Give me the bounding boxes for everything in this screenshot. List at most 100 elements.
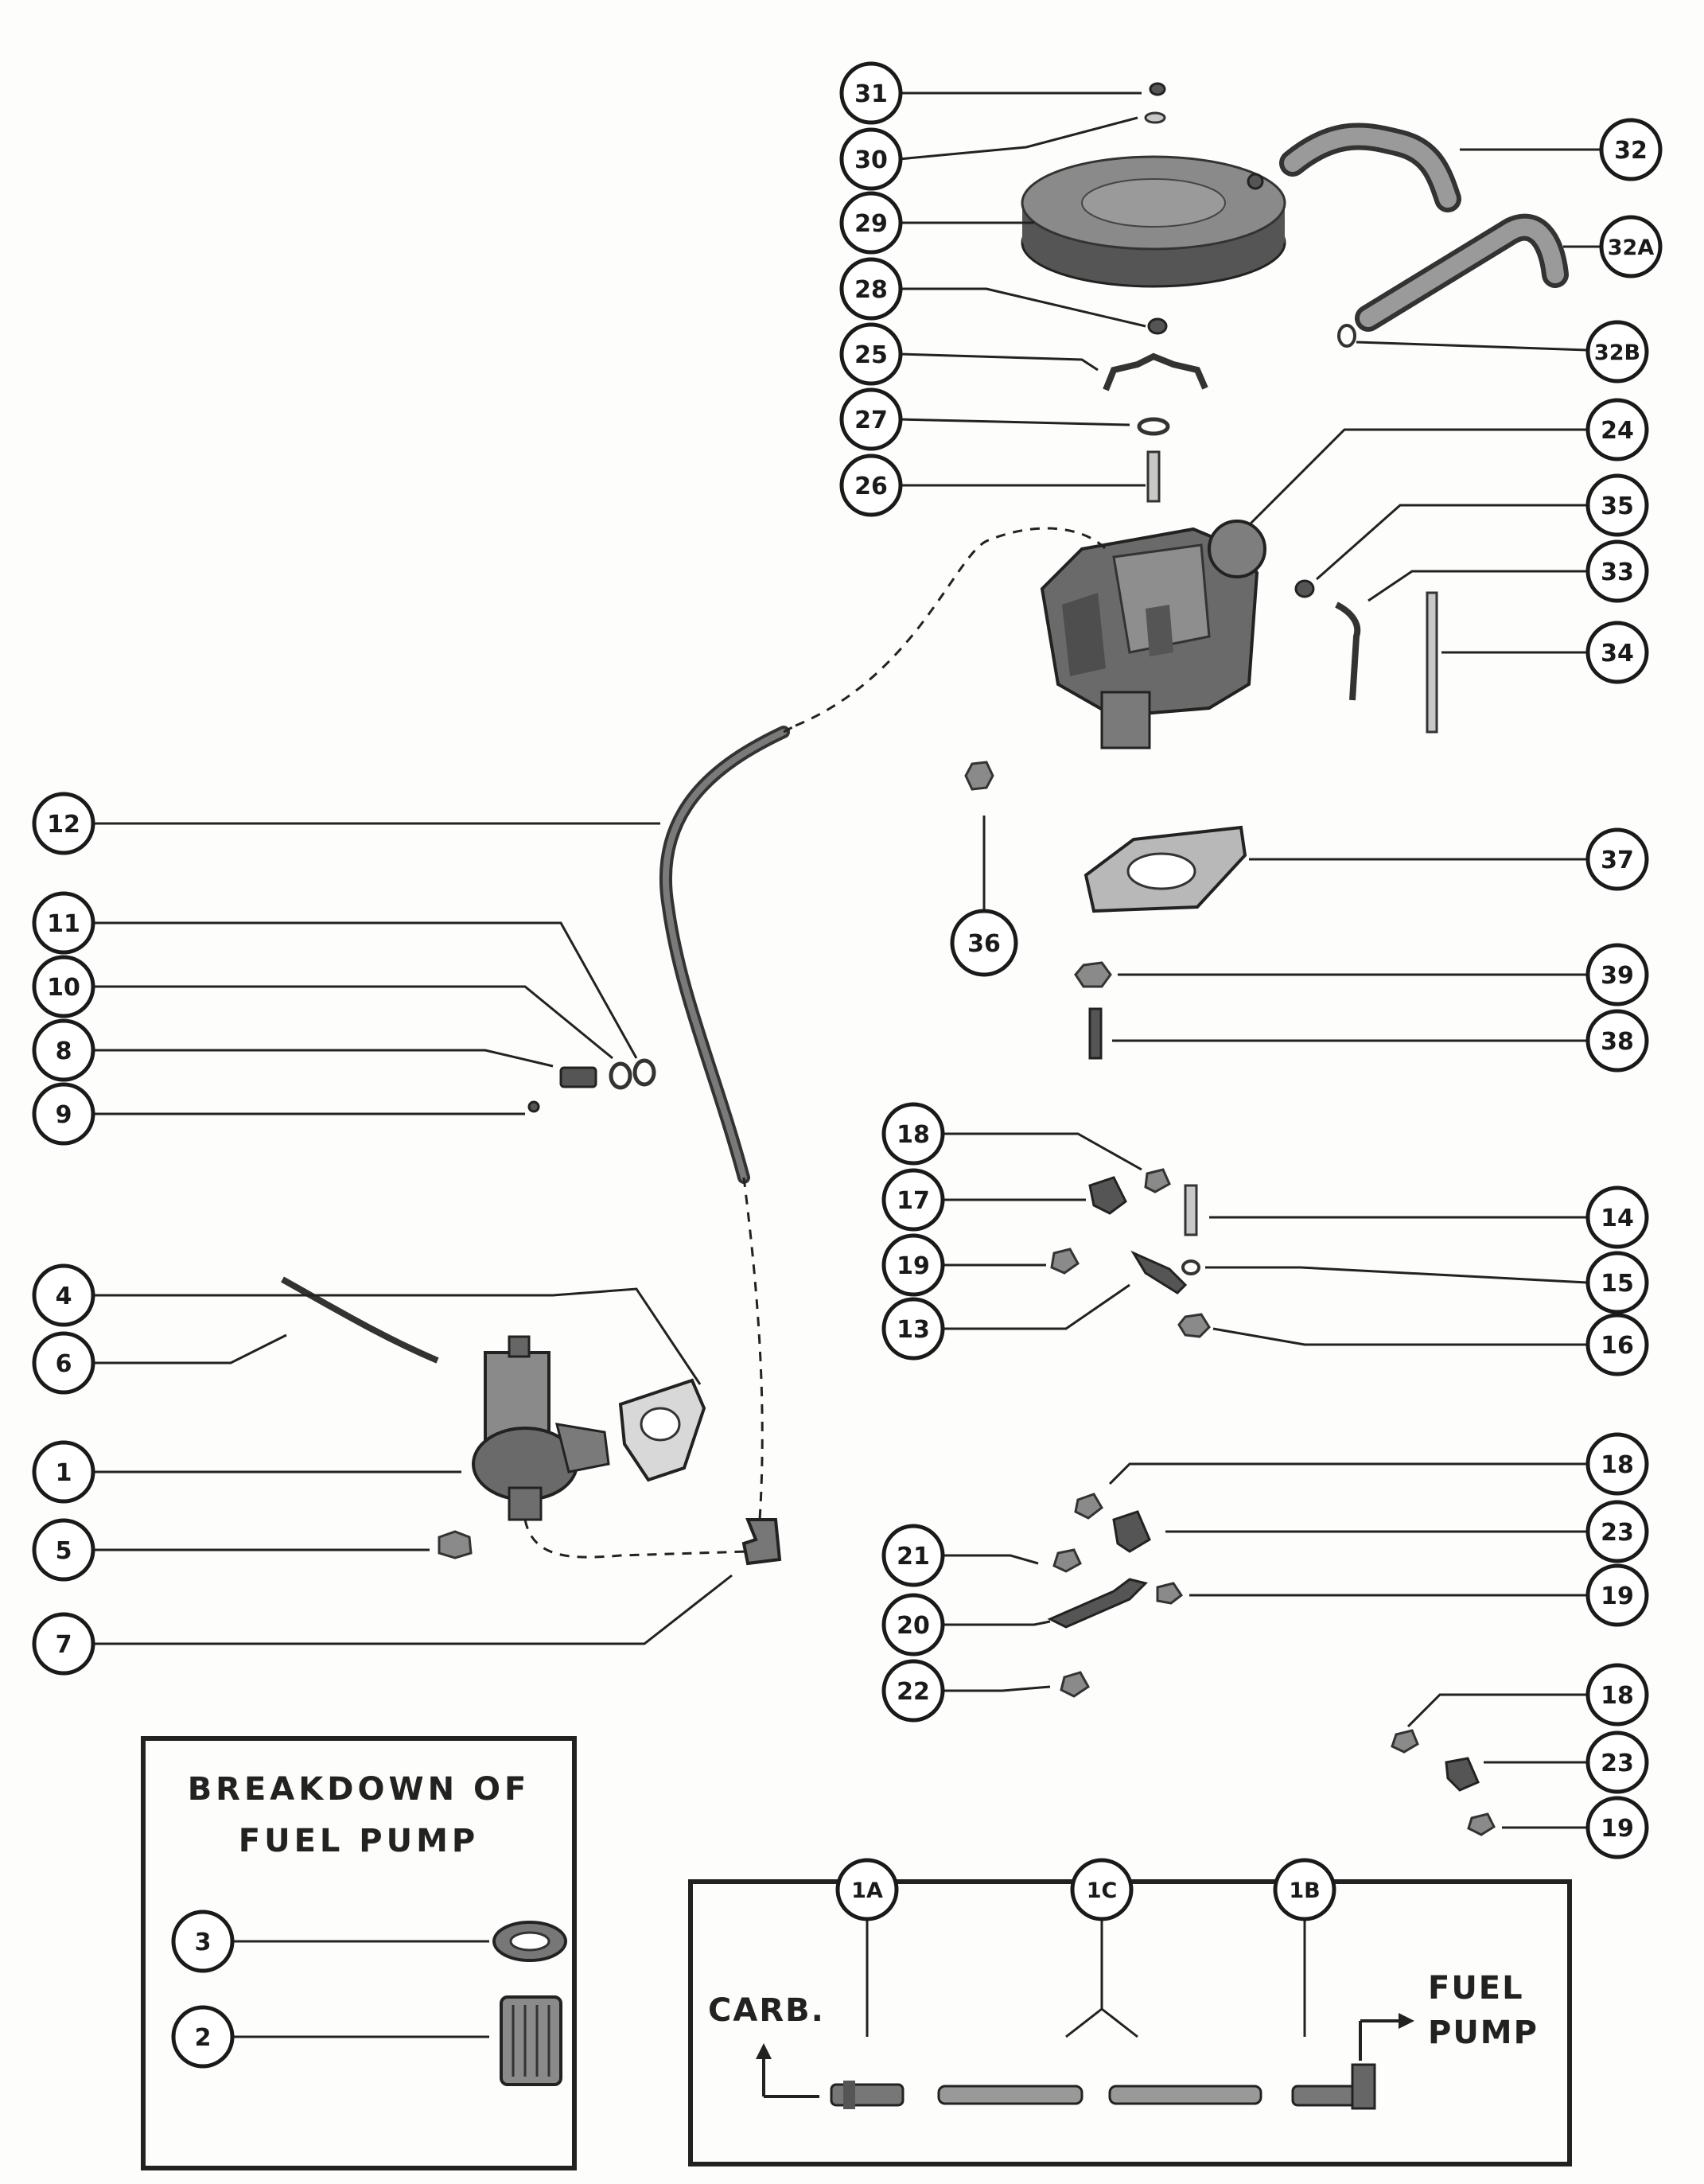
callout-10-label: 10 [47,974,80,1002]
callout-4: 4 [32,1263,95,1327]
part-31-wingnut [1149,82,1166,96]
callout-14: 14 [1585,1185,1649,1249]
callout-12: 12 [32,792,95,855]
part-38-stud [1088,1007,1103,1060]
callout-1c-label: 1C [1087,1878,1118,1903]
part-19b-nut [1156,1582,1184,1605]
callout-25: 25 [839,322,903,386]
part-24-carburetor [1040,520,1266,749]
part-16-nut [1177,1313,1211,1338]
part-23a-clamp [1112,1510,1151,1553]
callout-15-label: 15 [1601,1270,1634,1298]
carb-label: CARB. [708,1992,825,2029]
callout-4-label: 4 [56,1283,72,1310]
part-1a-carb-fitting [830,2081,905,2109]
callout-21-label: 21 [897,1543,930,1571]
part-6-vent-hose [281,1276,439,1364]
callout-11-label: 11 [47,910,80,938]
callout-32a-label: 32A [1608,236,1655,260]
part-35-plug [1294,579,1315,598]
callout-8: 8 [32,1018,95,1082]
callout-1-label: 1 [56,1459,72,1487]
part-26-stud [1146,450,1161,503]
callout-34-label: 34 [1601,640,1634,668]
callout-11: 11 [32,891,95,955]
callout-7: 7 [32,1612,95,1676]
callout-23-lower: 23 [1585,1730,1649,1794]
callout-18-upper: 18 [881,1102,945,1166]
callout-13: 13 [881,1297,945,1361]
callout-23-middle-label: 23 [1601,1519,1634,1547]
callout-32: 32 [1599,118,1663,181]
part-9-screw [527,1100,540,1113]
part-39-nut [1074,961,1112,988]
part-1b-pump-fitting [1291,2063,1376,2110]
callout-33: 33 [1585,539,1649,603]
callout-26: 26 [839,454,903,517]
callout-21: 21 [881,1524,945,1587]
callout-20: 20 [881,1593,945,1656]
fuel-routing-dashes [523,527,1107,1559]
callout-18-lower: 18 [1585,1663,1649,1727]
callout-38-label: 38 [1601,1028,1634,1056]
callout-23-middle: 23 [1585,1500,1649,1563]
callout-5-label: 5 [56,1537,72,1565]
part-2-fuel-filter [500,1995,562,2086]
callout-1a-label: 1A [851,1878,883,1903]
part-11-washer [632,1058,656,1087]
leader-lines [94,91,1601,2038]
callout-19-middle-label: 19 [1601,1583,1634,1610]
callout-5: 5 [32,1518,95,1582]
callout-26-label: 26 [854,473,888,500]
part-14-bolt [1184,1184,1198,1236]
fuel-pump-direction-arrow [1359,2013,1414,2061]
callout-16: 16 [1585,1313,1649,1376]
callout-28-label: 28 [854,276,888,304]
callout-27-label: 27 [854,407,888,434]
callout-35-label: 35 [1601,492,1634,520]
part-28-nut [1147,317,1168,335]
callout-31: 31 [839,61,903,125]
callout-12-label: 12 [47,811,80,839]
callout-1c: 1C [1070,1858,1134,1921]
callout-27: 27 [839,387,903,451]
callout-25-label: 25 [854,341,888,369]
callout-3-label: 3 [195,1929,212,1956]
callout-35: 35 [1585,473,1649,537]
callout-2-label: 2 [195,2024,212,2052]
part-36-nut [964,761,994,791]
callout-34: 34 [1585,621,1649,684]
part-19a-nut [1050,1248,1080,1275]
part-5-pipe-plug [438,1530,473,1559]
callout-32-label: 32 [1614,137,1648,165]
fuel-pump-label-line1: FUEL [1428,1970,1524,2007]
callout-38: 38 [1585,1009,1649,1073]
callout-32a: 32A [1599,215,1663,278]
callout-19-lower-label: 19 [1601,1815,1634,1843]
part-20-bracket [1047,1578,1148,1629]
callout-20-label: 20 [897,1612,930,1640]
callout-6-label: 6 [56,1350,72,1378]
callout-19-lower: 19 [1585,1796,1649,1859]
fuel-pump-label-line2: PUMP [1428,2015,1539,2051]
part-23b-clamp [1445,1757,1480,1792]
callout-17: 17 [881,1168,945,1232]
callout-37-label: 37 [1601,847,1634,874]
callout-18-lower-label: 18 [1601,1682,1634,1710]
part-18c-screw [1391,1729,1419,1754]
callout-39: 39 [1585,943,1649,1006]
part-15-washer [1181,1259,1200,1275]
part-21-screw [1052,1548,1082,1573]
callout-16-label: 16 [1601,1332,1634,1360]
callout-9: 9 [32,1082,95,1146]
part-8-fitting [559,1066,597,1088]
callout-30-label: 30 [854,146,888,174]
callout-22: 22 [881,1659,945,1723]
part-3-diaphragm-gasket [492,1921,567,1962]
part-25-bracket [1103,352,1208,391]
part-1c-fuel-line [937,2085,1262,2105]
callout-31-label: 31 [854,80,888,108]
callout-13-label: 13 [897,1316,930,1344]
callout-36-label: 36 [967,930,1001,958]
callout-19-upper: 19 [881,1233,945,1297]
